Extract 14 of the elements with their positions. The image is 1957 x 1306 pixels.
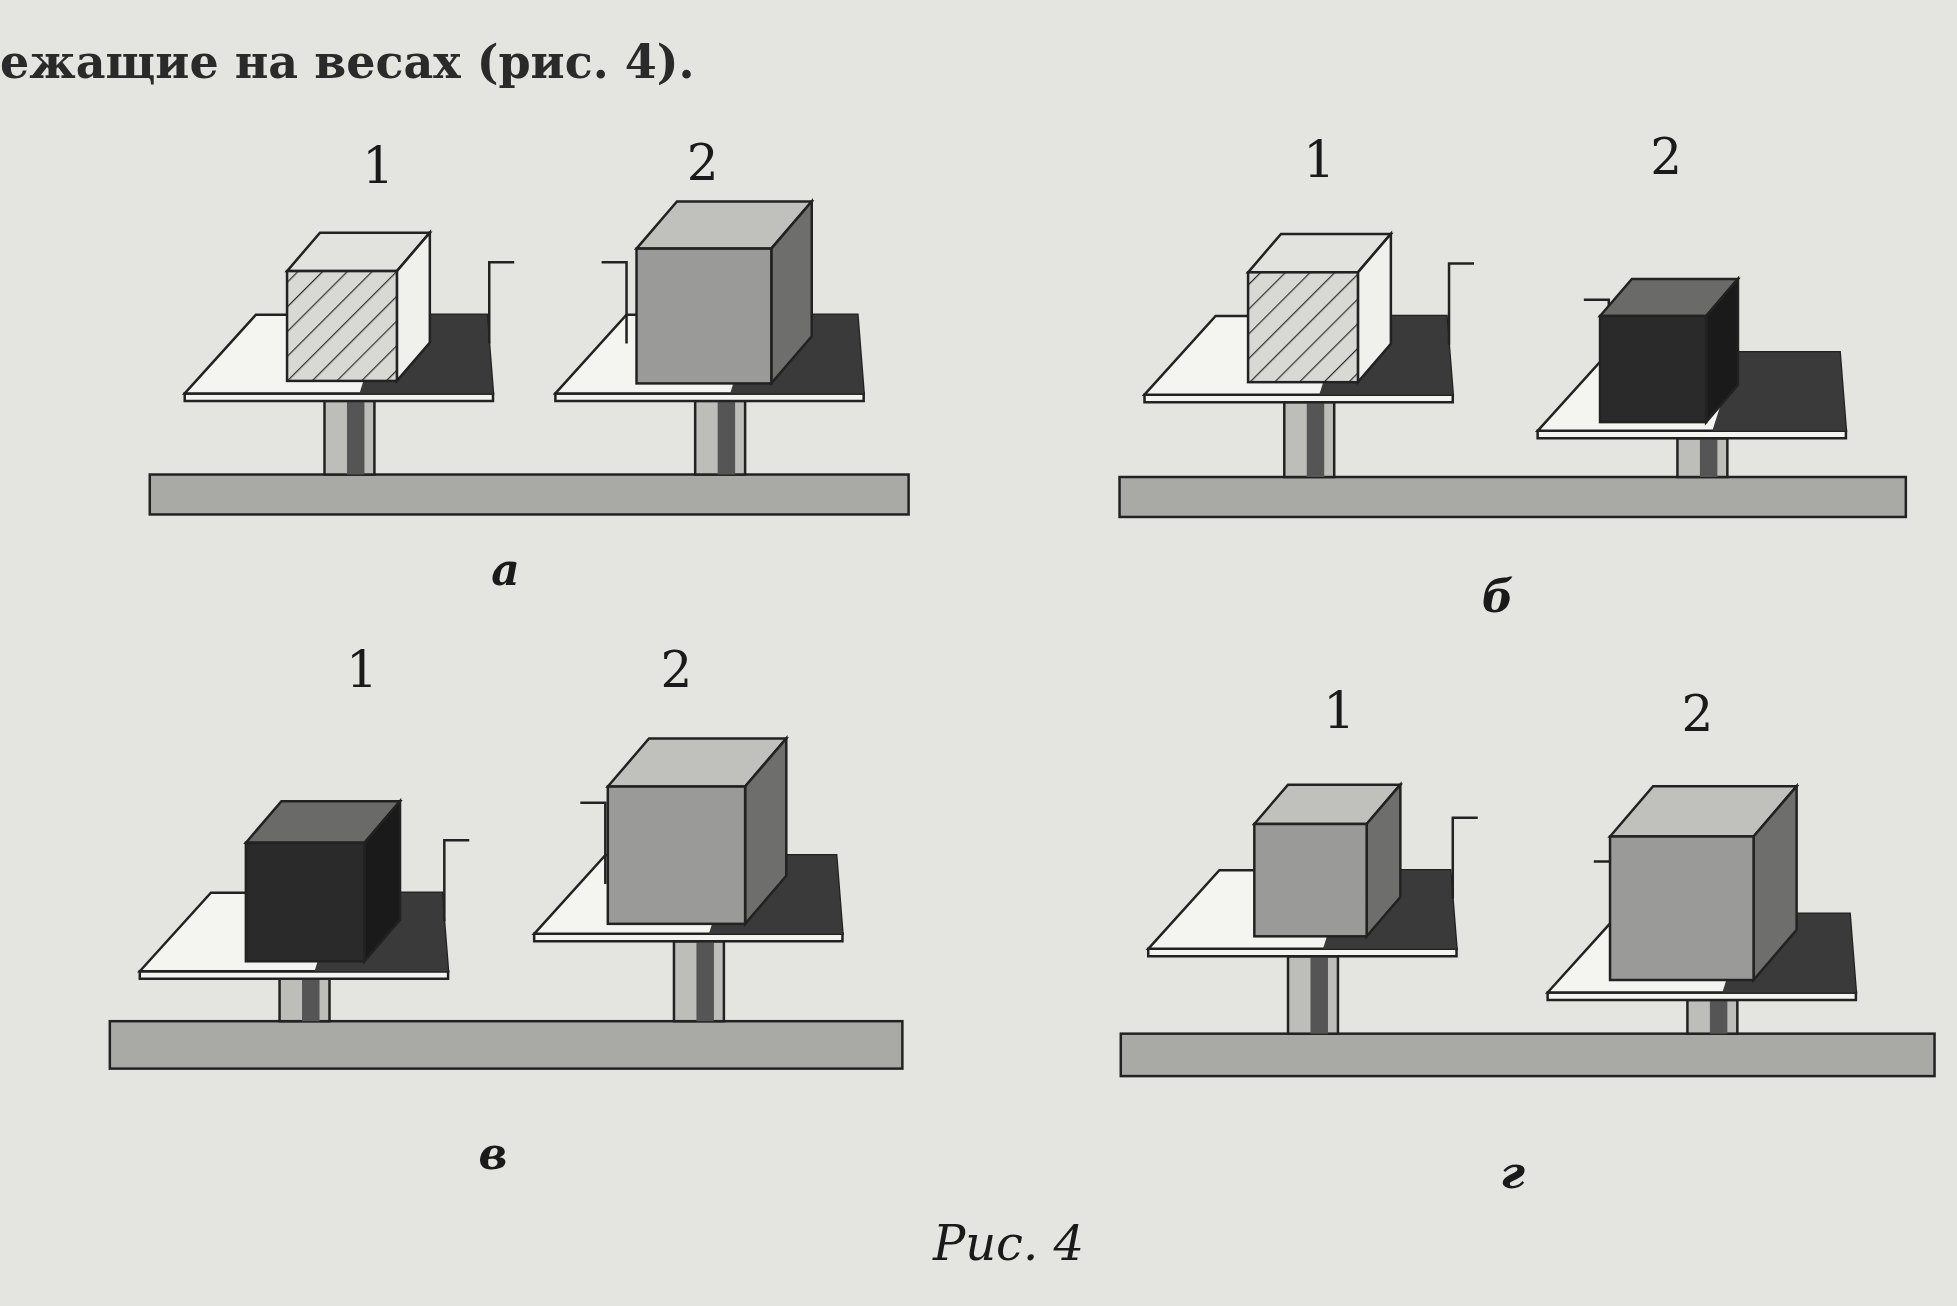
cube-number: 1: [346, 645, 378, 696]
panel-letter: в: [478, 1132, 508, 1177]
task-text: ежащие на весах (рис. 4).: [0, 39, 695, 86]
cube-number: 2: [686, 138, 719, 189]
cube-number: 1: [362, 141, 395, 191]
cube-number: 2: [660, 645, 693, 696]
panel-letter: г: [1500, 1151, 1526, 1196]
panel-letter: б: [1481, 574, 1514, 619]
cube-number: 2: [1650, 132, 1683, 183]
panel-letter: а: [491, 548, 520, 593]
figure-caption: Рис. 4: [932, 1219, 1085, 1268]
cube-number: 1: [1323, 686, 1356, 737]
cube-number: 1: [1303, 134, 1336, 185]
cube-number: 2: [1681, 688, 1714, 739]
